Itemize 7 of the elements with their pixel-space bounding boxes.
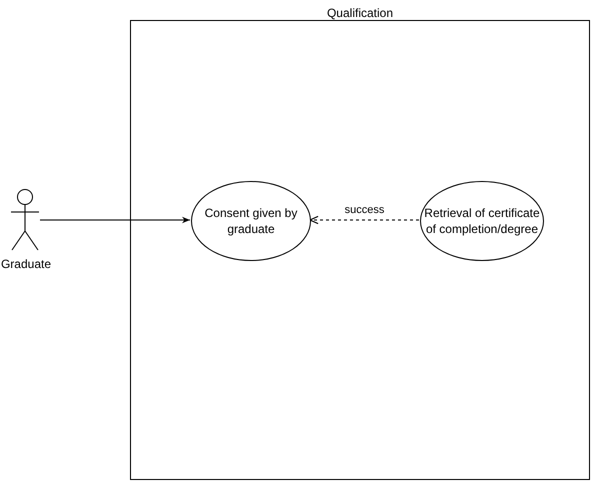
use-case-label: Retrieval of certificate of completion/degree bbox=[423, 205, 541, 237]
dependency-arrow bbox=[309, 216, 420, 224]
edge-label: success bbox=[344, 204, 386, 216]
system-title: Qualification bbox=[326, 6, 394, 20]
use-case-label: Consent given by graduate bbox=[204, 205, 298, 237]
actor-label: Graduate bbox=[0, 257, 52, 271]
association-arrow bbox=[40, 216, 190, 224]
